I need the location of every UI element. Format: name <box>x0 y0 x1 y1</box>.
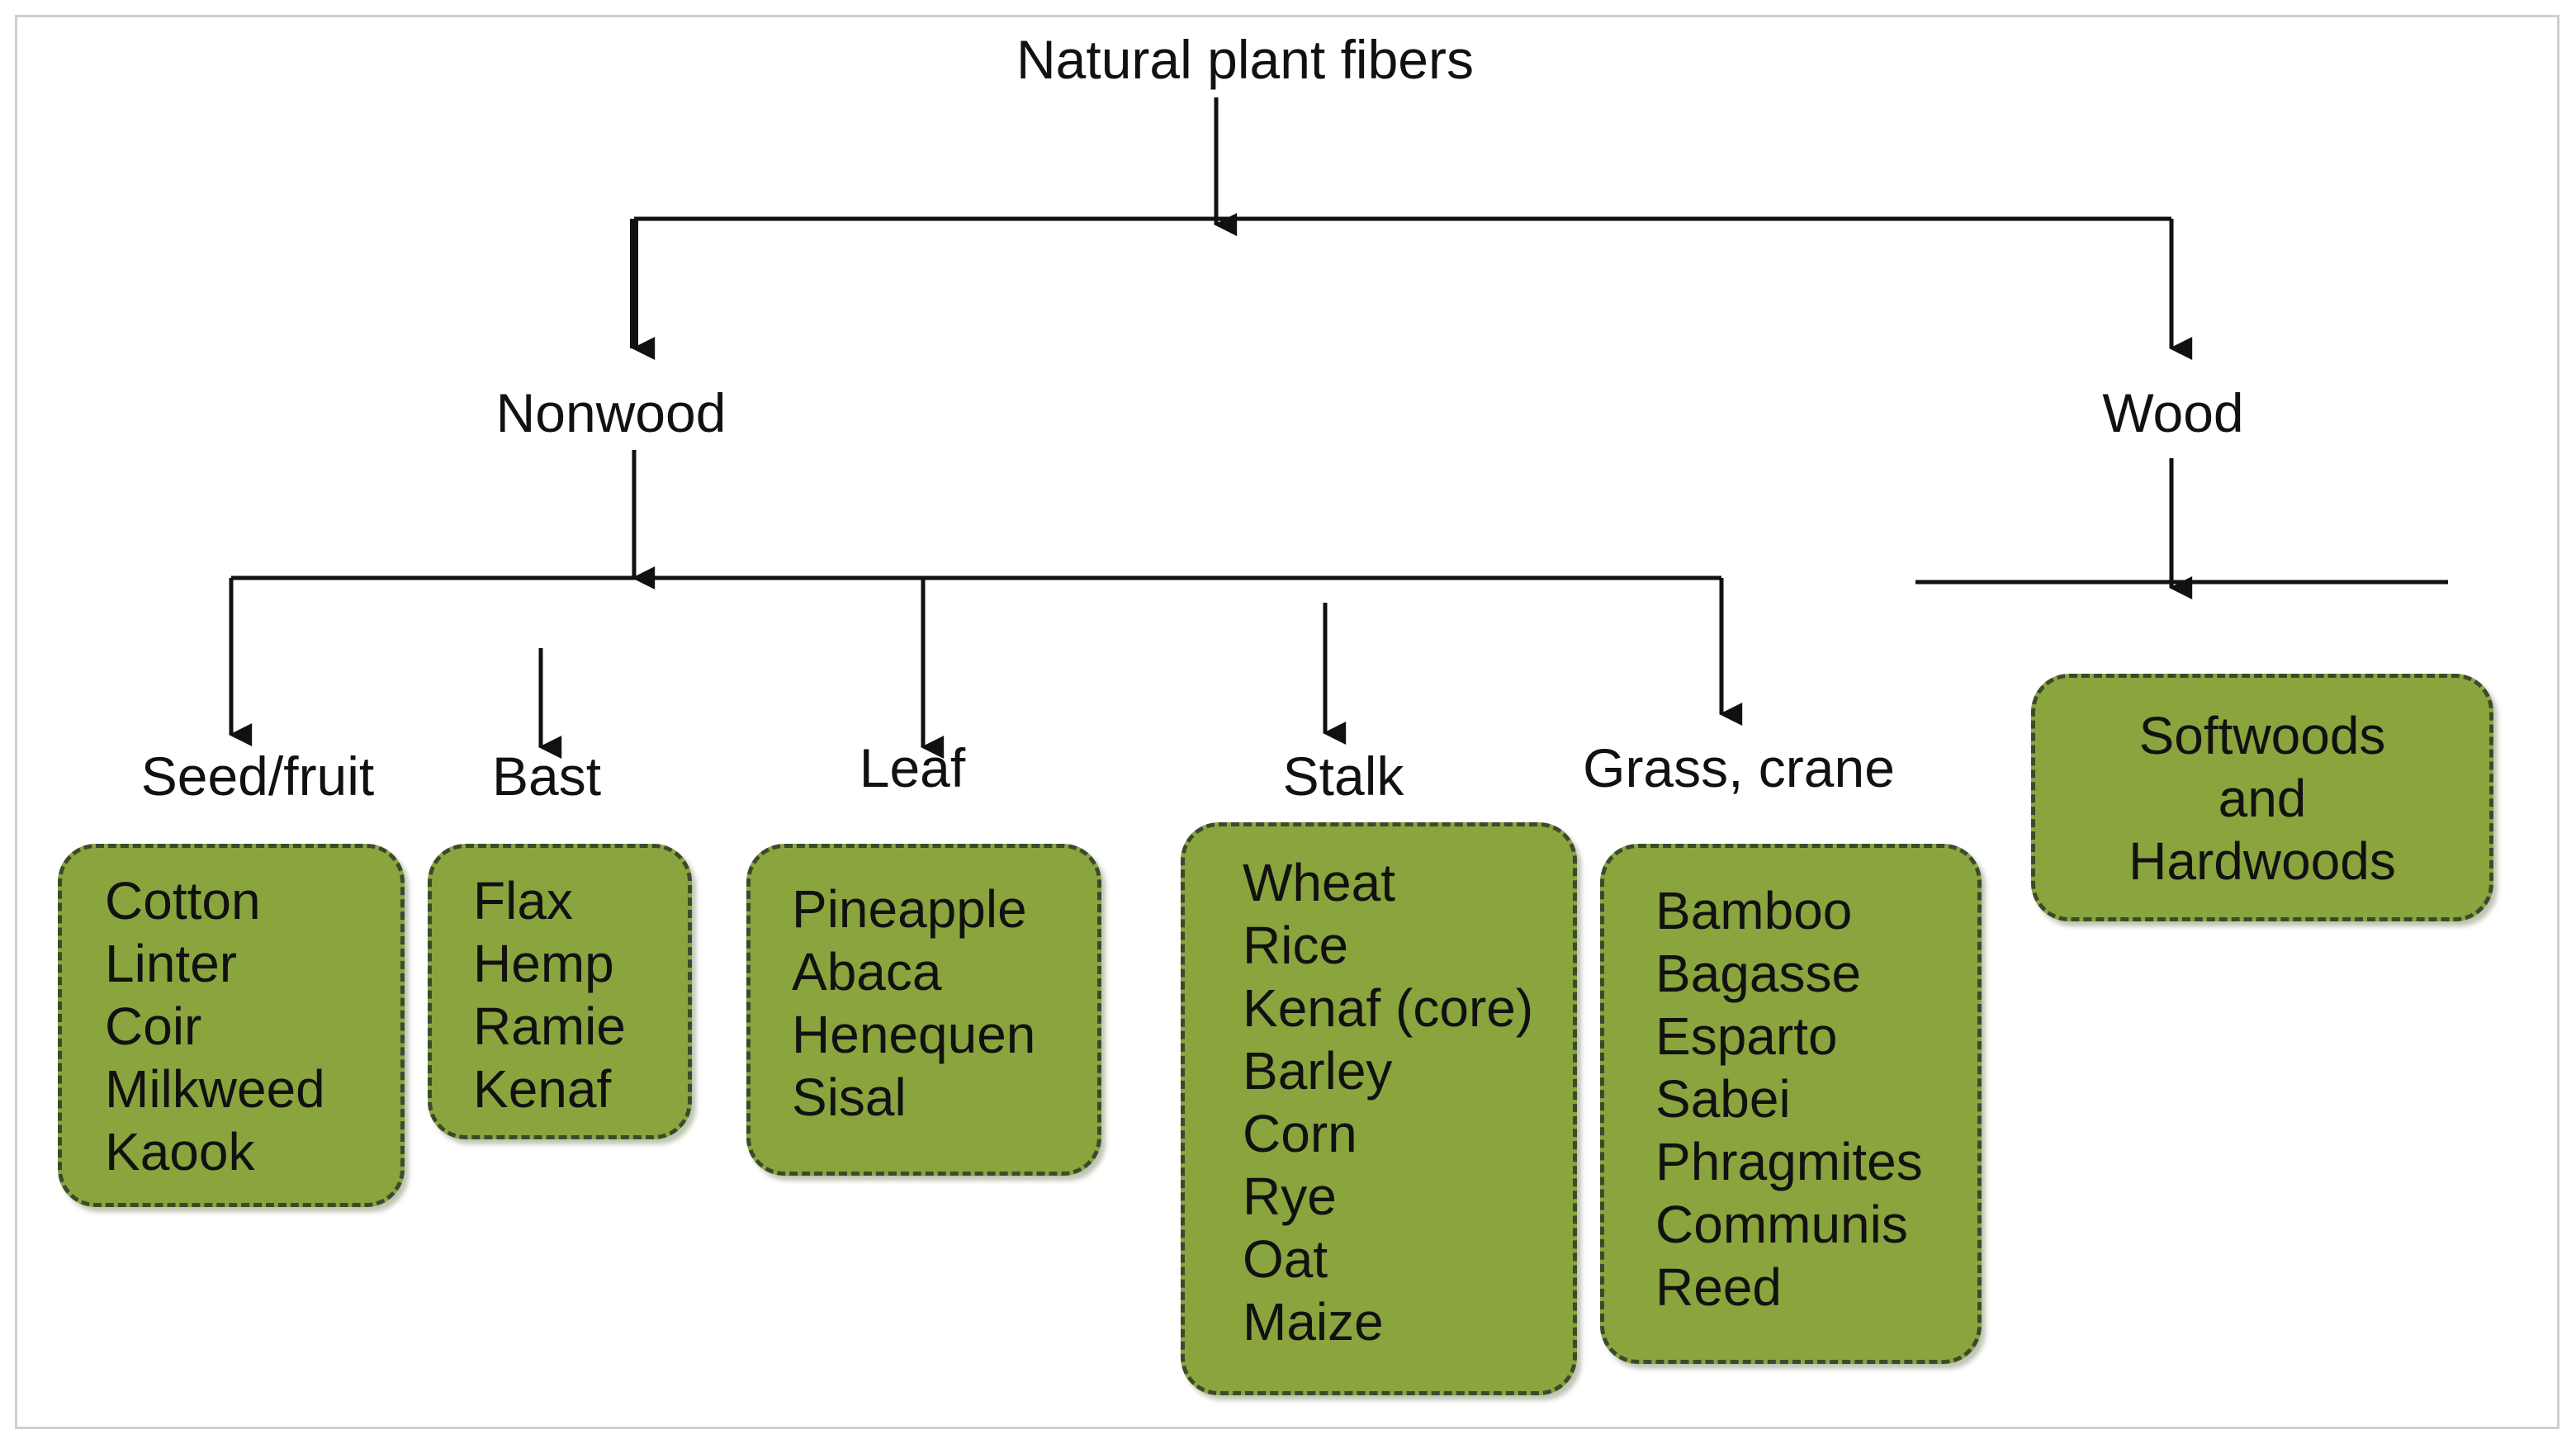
category-label-grass-crane: Grass, crane <box>1583 737 1895 798</box>
category-label-leaf: Leaf <box>859 737 966 798</box>
fiber-item: Phragmites <box>1655 1132 1923 1191</box>
fiber-item: Rye <box>1243 1167 1337 1226</box>
category-label-bast: Bast <box>491 746 602 807</box>
fiber-item: Bagasse <box>1655 944 1862 1003</box>
fiber-item: Wheat <box>1243 853 1395 912</box>
fiber-item: Rice <box>1243 916 1349 975</box>
wood-box: Softwoods and Hardwoods <box>2031 674 2493 921</box>
nonwood-label: Nonwood <box>495 382 727 443</box>
fiber-item: Hardwoods <box>2129 831 2396 891</box>
wood-label: Wood <box>2102 382 2244 443</box>
fiber-item: Henequen <box>792 1005 1036 1064</box>
fiber-item: Ramie <box>473 997 626 1056</box>
fiber-item: Softwoods <box>2138 706 2386 765</box>
fiber-item: Communis <box>1655 1195 1908 1254</box>
fiber-item: Hemp <box>473 934 614 993</box>
fiber-item: Kaook <box>105 1122 255 1181</box>
fiber-item: Abaca <box>792 942 942 1001</box>
fiber-item: Corn <box>1243 1104 1357 1163</box>
fiber-item: Oat <box>1243 1229 1328 1289</box>
fiber-item: Linter <box>105 934 238 993</box>
fiber-item: Flax <box>473 871 573 930</box>
fiber-item: Bamboo <box>1655 881 1853 940</box>
fiber-item: Coir <box>105 997 202 1056</box>
fiber-item: and <box>2218 769 2307 828</box>
stalk-box: Wheat Rice Kenaf (core) Barley Corn Rye … <box>1181 822 1577 1395</box>
fiber-item: Esparto <box>1655 1006 1838 1066</box>
fiber-item: Maize <box>1243 1292 1384 1352</box>
grass-crane-box: Bamboo Bagasse Esparto Sabei Phragmites … <box>1600 844 1982 1364</box>
fiber-item: Barley <box>1243 1041 1393 1101</box>
fiber-item: Sisal <box>792 1068 907 1127</box>
root-label: Natural plant fibers <box>1016 29 1474 90</box>
fiber-item: Reed <box>1655 1257 1782 1317</box>
leaf-box: Pineapple Abaca Henequen Sisal <box>746 844 1101 1176</box>
fiber-item: Sabei <box>1655 1069 1791 1129</box>
category-label-stalk: Stalk <box>1282 746 1404 807</box>
fiber-item: Kenaf <box>473 1059 612 1119</box>
bast-box: Flax Hemp Ramie Kenaf <box>428 844 692 1139</box>
fiber-item: Pineapple <box>792 879 1027 939</box>
fiber-item: Cotton <box>105 871 261 930</box>
fiber-item: Kenaf (core) <box>1243 978 1534 1038</box>
seed-fruit-box: Cotton Linter Coir Milkweed Kaook <box>58 844 405 1207</box>
fiber-item: Milkweed <box>105 1059 325 1119</box>
category-label-seed-fruit: Seed/fruit <box>140 746 375 807</box>
